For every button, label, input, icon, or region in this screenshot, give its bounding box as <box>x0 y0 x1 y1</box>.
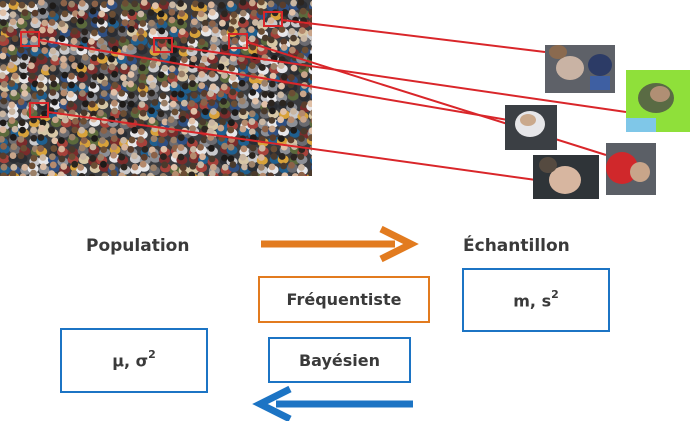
population-params-box: μ, σ2 <box>60 328 208 393</box>
bayesian-label: Bayésien <box>298 350 381 370</box>
population-label: Population <box>86 236 190 256</box>
orange-arrow-right <box>261 225 419 263</box>
sample-params-base: m, s <box>513 291 552 311</box>
frequentist-box: Fréquentiste <box>258 276 430 323</box>
sample-params-exp: 2 <box>551 287 559 301</box>
population-params-exp: 2 <box>148 348 156 362</box>
sample-params: m, s2 <box>513 287 559 311</box>
sample-params-box: m, s2 <box>462 268 610 332</box>
bayesian-box: Bayésien <box>268 337 411 383</box>
population-params-base: μ, σ <box>112 351 149 371</box>
frequentist-label: Fréquentiste <box>286 290 402 309</box>
blue-arrow-left <box>252 385 413 421</box>
sample-label: Échantillon <box>463 236 570 256</box>
population-params: μ, σ2 <box>112 348 156 371</box>
